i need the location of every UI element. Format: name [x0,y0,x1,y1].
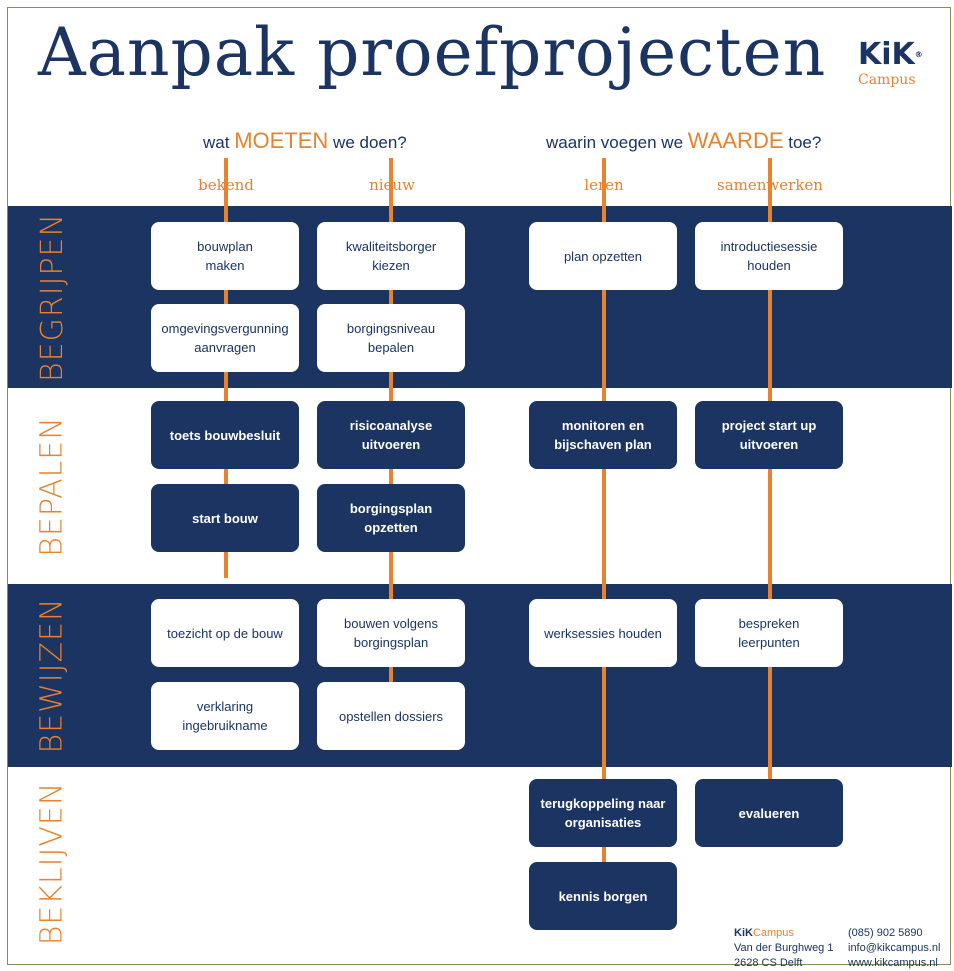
contact-email[interactable]: info@kikcampus.nl [848,942,941,954]
contact-web[interactable]: www.kikcampus.nl [848,957,938,969]
box-werksessies: werksessies houden [529,599,677,667]
header-waarde-em: WAARDE [687,128,784,153]
box-toezicht: toezicht op de bouw [151,599,299,667]
contact-brand: KiK [734,927,753,939]
header-moeten-pre: wat [203,133,235,152]
box-toets-bouwbesluit: toets bouwbesluit [151,401,299,469]
phase-begrijpen: BEGRIJPEN [34,212,70,382]
logo-mark: KiK [858,37,915,72]
phase-bewijzen: BEWIJZEN [34,597,70,754]
box-kennis-borgen: kennis borgen [529,862,677,930]
box-evalueren: evalueren [695,779,843,847]
header-moeten-em: MOETEN [234,128,329,153]
logo-reg: ® [914,50,923,59]
connector-leren [602,158,606,870]
box-plan-opzetten: plan opzetten [529,222,677,290]
phase-beklijven: BEKLIJVEN [34,781,70,945]
contact-brand-campus: Campus [752,927,794,939]
contact-details: (085) 902 5890 info@kikcampus.nl www.kik… [848,926,940,971]
page-frame [7,7,951,965]
header-waarde-pre: waarin voegen we [546,133,688,152]
kik-campus-logo: KiK® Campus [858,37,928,89]
header-waarde: waarin voegen we WAARDE toe? [546,128,821,154]
box-opstellen-dossiers: opstellen dossiers [317,682,465,750]
contact-phone: (085) 902 5890 [848,927,923,939]
contact-address: KiKCampus Van der Burghweg 1 2628 CS Del… [734,926,833,971]
page-title: Aanpak proefprojecten [38,14,827,91]
box-start-bouw: start bouw [151,484,299,552]
connector-samenwerken [768,158,772,783]
contact-street: Van der Burghweg 1 [734,942,834,954]
header-moeten: wat MOETEN we doen? [203,128,407,154]
header-moeten-post: we doen? [328,133,407,152]
contact-city: 2628 CS Delft [734,957,803,969]
logo-sub: Campus [858,72,916,88]
header-waarde-post: toe? [783,133,822,152]
phase-bepalen: BEPALEN [34,415,70,557]
